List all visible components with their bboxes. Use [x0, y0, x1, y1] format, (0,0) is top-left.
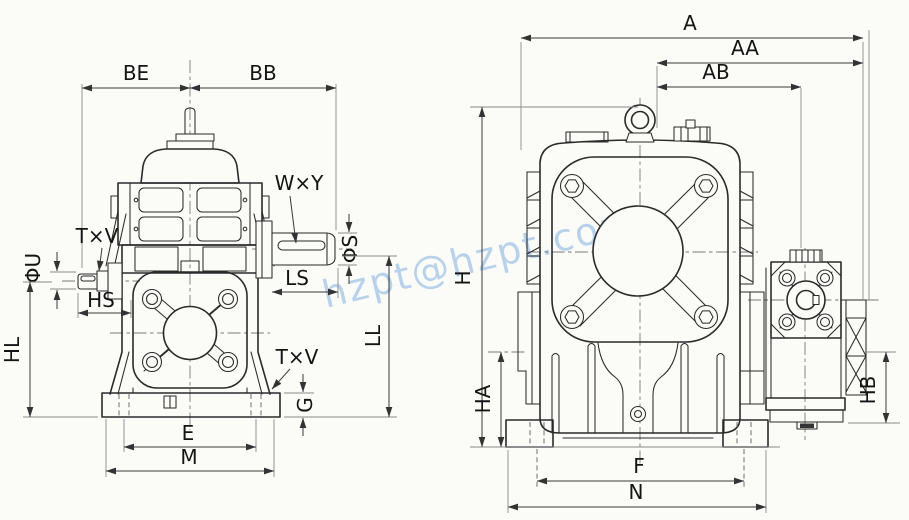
base-plate — [101, 387, 281, 418]
worm-shaft-assembly — [765, 249, 867, 430]
dim-label-HS: HS — [87, 288, 115, 312]
dim-label-HL: HL — [0, 336, 24, 363]
front-view: A AA AB H HA HB F — [451, 11, 900, 513]
worm-top-plug — [789, 249, 823, 263]
dim-label-HA: HA — [471, 384, 495, 413]
dim-label-G: G — [293, 397, 317, 413]
left-lower-plate — [517, 291, 541, 405]
worm-bearing-column — [840, 299, 867, 396]
worm-flange-bolt — [778, 269, 834, 331]
output-keyway — [277, 240, 326, 251]
right-lower-plate — [739, 291, 765, 405]
dim-label-TxV-input: T×V — [75, 224, 119, 248]
lifting-eyebolt — [624, 104, 656, 143]
side-cooling-ribs — [526, 171, 754, 285]
side-view: BE BB T×V ΦU HS W×Y ΦS — [0, 60, 397, 477]
front-housing — [470, 104, 780, 448]
drain-plug — [629, 405, 647, 423]
front-flange-bolt — [559, 173, 719, 330]
dim-label-WxY: W×Y — [275, 171, 325, 195]
wheel-bore-circle — [162, 305, 218, 361]
worm-key — [812, 294, 820, 306]
output-shaft — [255, 220, 336, 279]
dim-label-E: E — [182, 421, 195, 445]
dim-label-AB: AB — [702, 60, 729, 84]
side-view-dimensions: BE BB T×V ΦU HS W×Y ΦS — [0, 61, 397, 477]
dim-label-BE: BE — [123, 61, 149, 85]
dim-label-F: F — [633, 454, 645, 478]
front-bore-circle — [592, 205, 684, 297]
dim-label-AA: AA — [731, 36, 759, 60]
dim-label-N: N — [629, 480, 644, 504]
flange-bolt — [141, 288, 239, 373]
dim-label-LL: LL — [361, 324, 385, 347]
front-view-dimensions: A AA AB H HA HB F — [451, 11, 900, 513]
dim-label-BB: BB — [249, 61, 276, 85]
gearbox-lower-housing — [109, 271, 271, 395]
dim-label-HB: HB — [856, 376, 880, 405]
dim-label-H: H — [451, 270, 475, 285]
dim-label-M: M — [180, 445, 197, 469]
breather-plug — [673, 119, 711, 142]
dim-label-PhiS: ΦS — [338, 235, 362, 263]
dim-label-LS: LS — [285, 266, 309, 290]
inspection-cover — [565, 131, 609, 143]
input-shaft — [77, 262, 123, 300]
dim-label-TxV-base: T×V — [275, 345, 319, 369]
dim-label-PhiU: ΦU — [21, 253, 45, 283]
dim-label-A: A — [683, 11, 697, 35]
